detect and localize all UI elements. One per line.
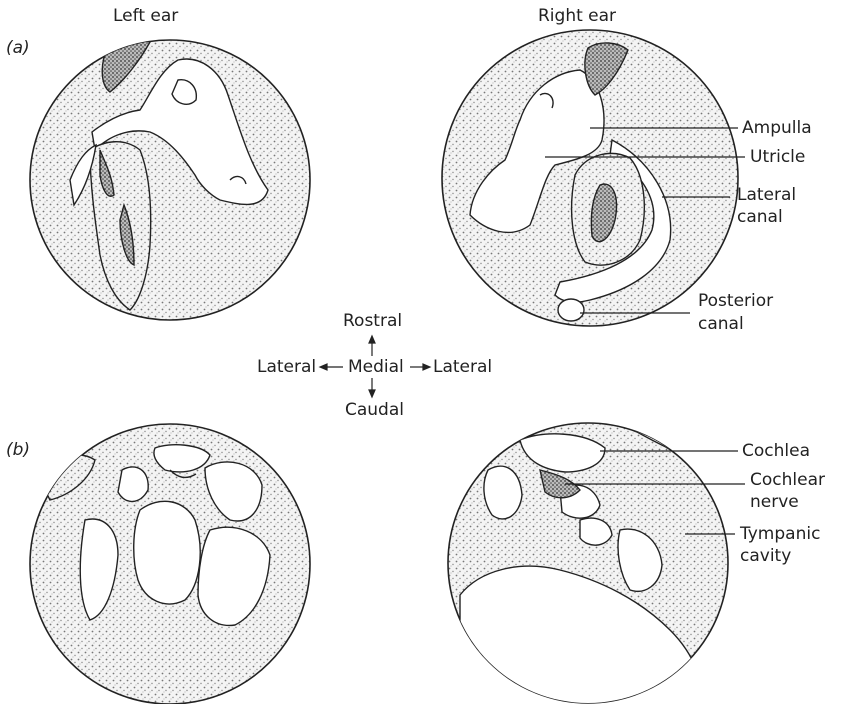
panel-label-b: (b) <box>6 440 30 461</box>
left-ear-section-b <box>30 424 310 704</box>
label-posterior-canal-line2: canal <box>698 314 744 335</box>
left-ear-heading: Left ear <box>113 6 178 27</box>
right-ear-section-a <box>442 30 745 326</box>
right-ear-section-b <box>448 420 745 704</box>
label-cochlear-nerve-line2: nerve <box>750 492 799 513</box>
left-ear-section-a <box>30 40 310 320</box>
panel-label-a: (a) <box>6 38 30 59</box>
orientation-rostral: Rostral <box>343 311 402 332</box>
label-utricle: Utricle <box>750 147 805 168</box>
right-ear-heading: Right ear <box>538 6 616 27</box>
orientation-caudal: Caudal <box>345 400 404 421</box>
label-tympanic-cavity-line1: Tympanic <box>740 524 820 545</box>
label-ampulla: Ampulla <box>742 118 812 139</box>
label-cochlea: Cochlea <box>742 441 810 462</box>
orientation-medial: Medial <box>348 357 404 378</box>
label-lateral-canal-line1: Lateral <box>737 185 796 206</box>
label-posterior-canal-line1: Posterior <box>698 291 773 312</box>
orientation-lateral-right: Lateral <box>433 357 492 378</box>
label-cochlear-nerve-line1: Cochlear <box>750 470 825 491</box>
label-tympanic-cavity-line2: cavity <box>740 546 791 567</box>
orientation-lateral-left: Lateral <box>257 357 316 378</box>
label-lateral-canal-line2: canal <box>737 207 783 228</box>
